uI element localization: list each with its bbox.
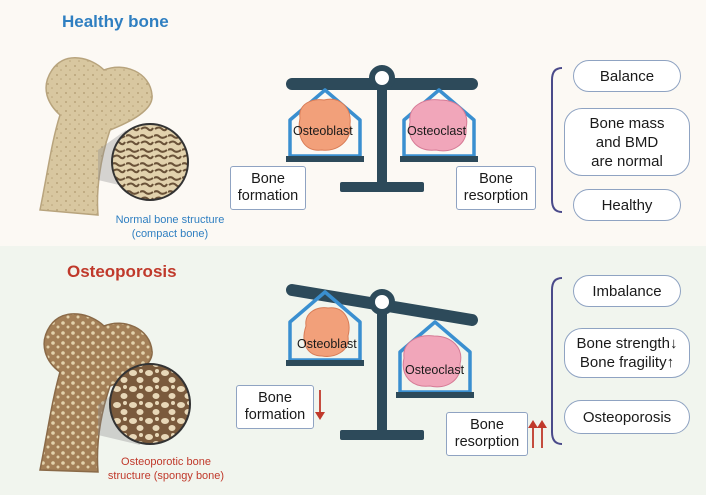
outcome-bone-mass-normal: Bone mass and BMD are normal	[564, 108, 690, 176]
osteoporosis-balance-scale	[286, 284, 478, 440]
outcome-strength-fragility: Bone strength↓ Bone fragility↑	[564, 328, 690, 378]
healthy-caption: Normal bone structure (compact bone)	[115, 214, 225, 240]
osteoporosis-outcome-bracket	[551, 277, 563, 445]
outcome-healthy: Healthy	[573, 189, 681, 221]
bone-resorption-box-bottom: Bone resorption	[446, 412, 528, 456]
outcome-balance: Balance	[573, 60, 681, 92]
decrease-arrow-icon	[315, 390, 325, 420]
outcome-imbalance: Imbalance	[573, 275, 681, 307]
bone-formation-box-top: Bone formation	[230, 166, 306, 210]
healthy-balance-scale	[286, 65, 478, 192]
osteoporotic-femur-illustration	[39, 313, 191, 473]
osteoclast-label-top: Osteoclast	[407, 124, 467, 138]
osteoblast-label-bottom: Osteoblast	[297, 337, 357, 351]
osteoblast-label-top: Osteoblast	[293, 124, 353, 138]
bone-formation-box-bottom: Bone formation	[236, 385, 314, 429]
increase-arrows-icon	[528, 420, 547, 448]
osteoclast-label-bottom: Osteoclast	[405, 363, 465, 377]
healthy-bone-title: Healthy bone	[62, 12, 169, 31]
osteoporosis-caption: Osteoporotic bone structure (spongy bone…	[107, 456, 225, 482]
healthy-outcome-bracket	[551, 67, 563, 213]
healthy-femur-illustration	[39, 57, 189, 216]
osteoporosis-title: Osteoporosis	[67, 262, 177, 281]
outcome-osteoporosis: Osteoporosis	[564, 400, 690, 434]
bone-resorption-box-top: Bone resorption	[456, 166, 536, 210]
